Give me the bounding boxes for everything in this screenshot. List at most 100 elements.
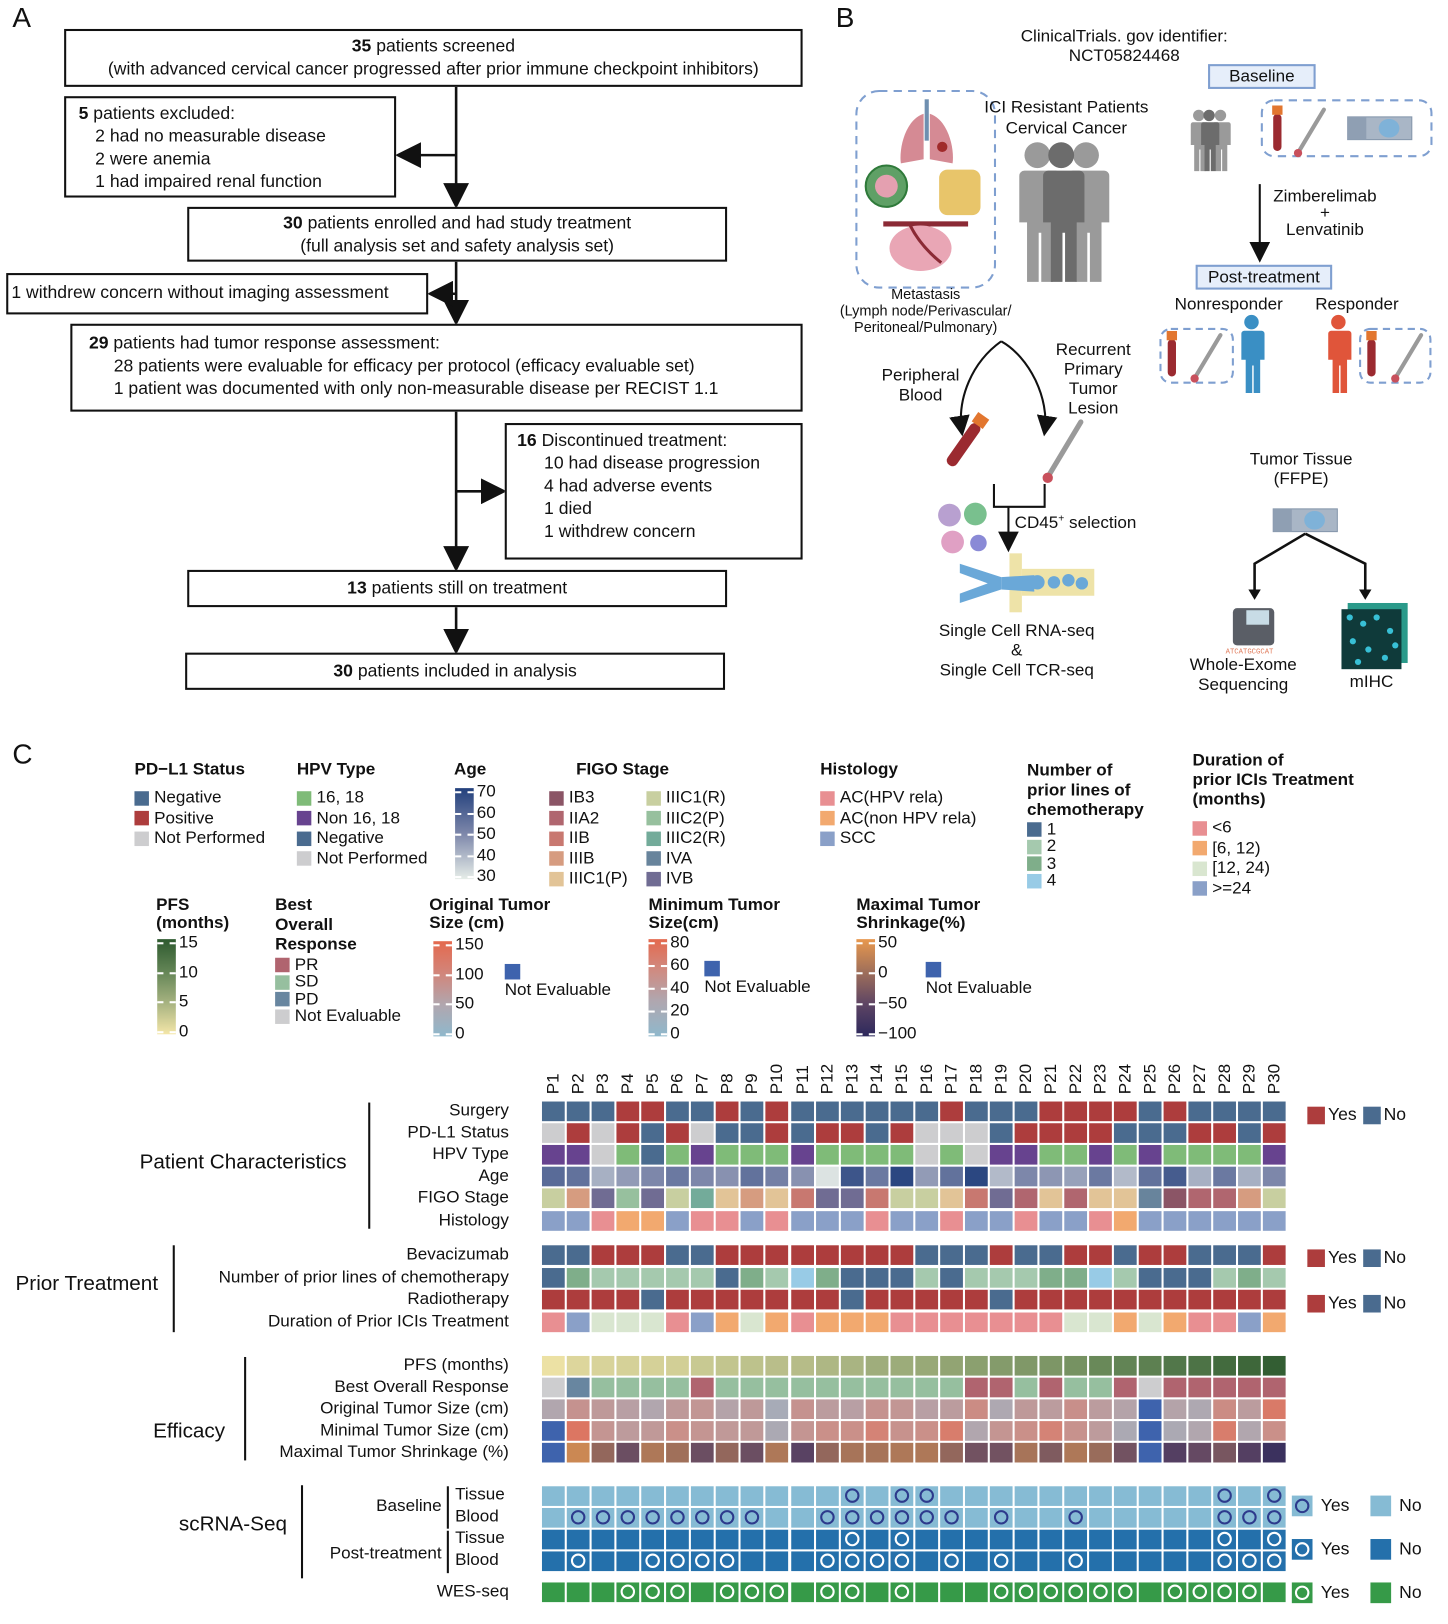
- heatmap-cell: [840, 1187, 864, 1208]
- heatmap-cell: [1213, 1377, 1237, 1397]
- heatmap-cell: [1039, 1581, 1063, 1602]
- heatmap-cell: [790, 1244, 814, 1265]
- heatmap-cell: [939, 1289, 963, 1309]
- lung-icon: [900, 99, 953, 164]
- heatmap-cell: [691, 1377, 714, 1397]
- heatmap-cell: [1138, 1267, 1162, 1288]
- metastasis-dashed-box: [855, 89, 997, 289]
- group-prior-treatment: Prior Treatment: [15, 1272, 159, 1295]
- heatmap-cell: [1064, 1122, 1088, 1143]
- heatmap-cell: [964, 1442, 988, 1462]
- sample-collected-ring-icon: [919, 1488, 934, 1503]
- sample-collected-ring-icon: [1267, 1488, 1282, 1503]
- heatmap-cell: [1014, 1420, 1038, 1441]
- panel-b-letter: B: [835, 2, 855, 34]
- heatmap-cell: [815, 1144, 839, 1165]
- heatmap-cell: [1238, 1122, 1262, 1143]
- heatmap-cell: [939, 1144, 963, 1165]
- sample-collected-ring-icon: [844, 1510, 860, 1525]
- heatmap-cell: [740, 1398, 764, 1419]
- heatmap-cell: [865, 1529, 889, 1549]
- heatmap-cell: [666, 1420, 690, 1441]
- heatmap-cell: [666, 1187, 690, 1208]
- patient-id-label: P27: [1190, 1063, 1210, 1095]
- heatmap-cell: [964, 1210, 988, 1231]
- heatmap-cell: [566, 1267, 590, 1288]
- blood-tube-icon: [1166, 330, 1178, 377]
- heatmap-cell: [541, 1101, 565, 1121]
- heatmap-cell: [566, 1420, 590, 1441]
- legend-item-label: Non 16, 18: [316, 808, 400, 828]
- heatmap-cell: [566, 1485, 590, 1506]
- heatmap-cell: [1039, 1507, 1063, 1528]
- legend-item-label: [12, 24): [1212, 858, 1271, 878]
- heatmap-cell: [815, 1377, 839, 1397]
- legend-swatch: [646, 871, 661, 887]
- heatmap-cell: [566, 1166, 590, 1186]
- heatmap-cell: [1138, 1581, 1162, 1602]
- heatmap-cell: [1263, 1210, 1287, 1231]
- heatmap-cell: [964, 1267, 988, 1288]
- heatmap-cell: [989, 1550, 1013, 1571]
- no-label: No: [1399, 1495, 1422, 1516]
- trial-id-value: NCT05824468: [1068, 46, 1180, 66]
- heatmap-cell: [939, 1529, 963, 1549]
- heatmap-cell: [591, 1267, 615, 1288]
- heatmap-cell: [815, 1122, 839, 1143]
- group-divider: [300, 1485, 304, 1579]
- panel-a-letter: A: [12, 2, 32, 34]
- colorbar-tick-label: −50: [878, 993, 908, 1013]
- heatmap-cell: [591, 1355, 615, 1376]
- heatmap-cell: [765, 1101, 789, 1121]
- heatmap-cell: [890, 1122, 913, 1143]
- legend-item: Negative: [296, 828, 428, 848]
- colorbar-title: Maximal Tumor: [856, 895, 981, 915]
- colorbar-tick: [648, 1033, 668, 1036]
- colorbar-tick: [648, 1010, 668, 1013]
- colorbar-tick-label: 50: [878, 932, 898, 952]
- heatmap-cell: [1188, 1289, 1212, 1309]
- peritoneal-icon: [939, 169, 981, 216]
- heatmap-cell: [1238, 1311, 1262, 1332]
- no-swatch: [1370, 1495, 1391, 1517]
- heatmap-cell: [641, 1187, 665, 1208]
- heatmap-cell: [915, 1267, 938, 1288]
- study-design-illustration: ATCATGCGCAT: [855, 89, 1433, 670]
- heatmap-cell: [840, 1244, 864, 1265]
- box-tumor-response: 29 patients had tumor response assessmen…: [70, 323, 803, 412]
- legend-radiotherapy-yes-no: Yes No: [1307, 1293, 1406, 1314]
- legend-item-label: 2: [1046, 836, 1057, 856]
- heatmap-cell: [989, 1244, 1013, 1265]
- heatmap-cell: [616, 1420, 640, 1441]
- heatmap-cell: [1064, 1267, 1088, 1288]
- heatmap-cell: [964, 1244, 988, 1265]
- heatmap-cell: [1188, 1377, 1212, 1397]
- heatmap-cell: [1213, 1355, 1237, 1376]
- heatmap-cell: [939, 1377, 963, 1397]
- metastasis-sites-line2: Peritoneal/Pulmonary): [854, 318, 998, 336]
- heatmap-cell: [1213, 1267, 1237, 1288]
- legend-item-label: AC(non HPV rela): [839, 808, 977, 828]
- heatmap-cell: [641, 1529, 665, 1549]
- heatmap-cell: [890, 1398, 913, 1419]
- heatmap-cell: [591, 1101, 615, 1121]
- legend-item-label: Not Performed: [154, 828, 266, 848]
- heatmap-cell: [1163, 1311, 1187, 1332]
- heatmap-cell: [939, 1122, 963, 1143]
- yes-swatch: [1307, 1248, 1325, 1267]
- heatmap-cell: [1163, 1244, 1187, 1265]
- legend-swatch: [1027, 839, 1042, 855]
- heatmap-cell: [890, 1485, 913, 1506]
- legend-swatch: [296, 790, 312, 806]
- heatmap-cell: [1213, 1485, 1237, 1506]
- heatmap-cell: [815, 1311, 839, 1332]
- patient-id-label: P7: [693, 1073, 712, 1095]
- yes-label: Yes: [1320, 1582, 1350, 1603]
- baseline-samples-dashed-box: [1260, 99, 1433, 158]
- heatmap-cell: [740, 1210, 764, 1231]
- heatmap-cell: [790, 1550, 814, 1571]
- heatmap-cell: [765, 1507, 789, 1528]
- heatmap-cell: [1163, 1289, 1187, 1309]
- sample-collected-ring-icon: [1242, 1510, 1258, 1525]
